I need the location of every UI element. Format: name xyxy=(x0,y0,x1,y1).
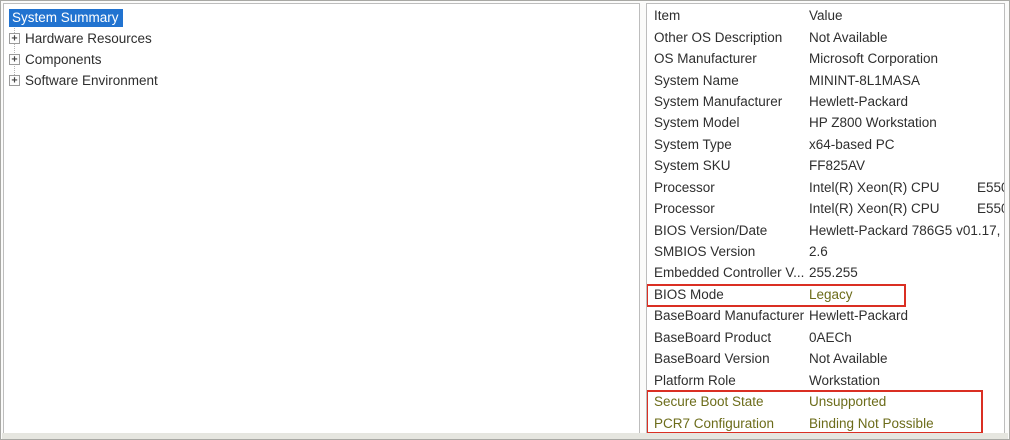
item-cell: BIOS Mode xyxy=(654,286,724,302)
category-tree: System Summary + Hardware Resources + Compon… xyxy=(4,4,639,91)
column-header-value[interactable]: Value xyxy=(809,8,843,24)
value-cell: 0AECh xyxy=(809,329,852,345)
detail-row[interactable]: System Name MININT-8L1MASA xyxy=(647,69,1004,90)
value-cell: Intel(R) Xeon(R) CPU E5506 xyxy=(809,201,1004,217)
item-cell: System SKU xyxy=(654,158,731,174)
tree-item-label: System Summary xyxy=(9,8,123,27)
item-cell: Embedded Controller V... xyxy=(654,265,805,281)
item-cell: Other OS Description xyxy=(654,29,783,45)
window-bottom-strip xyxy=(2,433,1008,439)
item-cell: BIOS Version/Date xyxy=(654,222,768,238)
value-cell: Intel(R) Xeon(R) CPU E5506 xyxy=(809,179,1004,195)
detail-row[interactable]: Secure Boot State Unsupported xyxy=(647,391,1004,412)
item-cell: System Manufacturer xyxy=(654,93,783,109)
value-cell: x64-based PC xyxy=(809,136,895,152)
value-cell: Workstation xyxy=(809,372,881,388)
tree-item-components[interactable]: + Components xyxy=(8,49,639,70)
value-cell: 2.6 xyxy=(809,244,828,260)
item-cell: SMBIOS Version xyxy=(654,244,756,260)
detail-row[interactable]: BIOS Version/Date Hewlett-Packard 786G5 v… xyxy=(647,219,1004,240)
value-cell: Legacy xyxy=(809,286,853,302)
item-cell: System Name xyxy=(654,72,739,88)
value-cell: Not Available xyxy=(809,351,888,367)
tree-item-label: Components xyxy=(25,52,102,67)
detail-row[interactable]: BIOS Mode Legacy xyxy=(647,284,1004,305)
tree-item-label: Hardware Resources xyxy=(25,31,152,46)
item-cell: BaseBoard Product xyxy=(654,329,772,345)
value-cell: 255.255 xyxy=(809,265,858,281)
tree-item-label: Software Environment xyxy=(25,73,158,88)
detail-row[interactable]: BaseBoard Product 0AECh xyxy=(647,327,1004,348)
value-cell: Not Available xyxy=(809,29,888,45)
detail-row[interactable]: Processor Intel(R) Xeon(R) CPU E5506 xyxy=(647,177,1004,198)
item-cell: System Type xyxy=(654,136,732,152)
category-tree-pane: System Summary + Hardware Resources + Compon… xyxy=(3,3,640,434)
detail-row[interactable]: System Model HP Z800 Workstation xyxy=(647,112,1004,133)
item-cell: Platform Role xyxy=(654,372,736,388)
value-cell: Unsupported xyxy=(809,394,887,410)
item-cell: BaseBoard Version xyxy=(654,351,770,367)
tree-item-hardware-resources[interactable]: + Hardware Resources xyxy=(8,28,639,49)
tree-item-system-summary[interactable]: System Summary xyxy=(8,7,639,28)
tree-item-software-environment[interactable]: + Software Environment xyxy=(8,70,639,91)
expand-plus-icon[interactable]: + xyxy=(9,54,20,65)
detail-row[interactable]: Embedded Controller V...255.255 xyxy=(647,262,1004,283)
item-cell: System Model xyxy=(654,115,740,131)
detail-row[interactable]: System SKU FF825AV xyxy=(647,155,1004,176)
value-cell: Hewlett-Packard xyxy=(809,308,909,324)
expand-plus-icon[interactable]: + xyxy=(9,75,20,86)
detail-row[interactable]: Platform Role Workstation xyxy=(647,369,1004,390)
value-cell: MININT-8L1MASA xyxy=(809,72,921,88)
value-cell: Microsoft Corporation xyxy=(809,51,939,67)
item-cell: Secure Boot State xyxy=(654,394,764,410)
detail-row[interactable]: OS Manufacturer Microsoft Corporation xyxy=(647,48,1004,69)
item-cell: Processor xyxy=(654,179,715,195)
detail-row[interactable]: SMBIOS Version 2.6 xyxy=(647,241,1004,262)
detail-row[interactable]: Processor Intel(R) Xeon(R) CPU E5506 xyxy=(647,198,1004,219)
detail-row[interactable]: System Type x64-based PC xyxy=(647,134,1004,155)
value-cell: Hewlett-Packard xyxy=(809,93,909,109)
details-header-row: Item Value xyxy=(647,5,1004,26)
item-cell: Processor xyxy=(654,201,715,217)
detail-row[interactable]: PCR7 Configuration Binding Not Possible xyxy=(647,412,1004,433)
value-cell: FF825AV xyxy=(809,158,866,174)
expand-plus-icon[interactable]: + xyxy=(9,33,20,44)
column-header-item[interactable]: Item xyxy=(654,8,681,24)
item-cell: PCR7 Configuration xyxy=(654,415,775,431)
detail-row[interactable]: System Manufacturer Hewlett-Packard xyxy=(647,91,1004,112)
item-cell: BaseBoard Manufacturer xyxy=(654,308,805,324)
detail-row[interactable]: Other OS Description Not Available xyxy=(647,26,1004,47)
item-cell: OS Manufacturer xyxy=(654,51,757,67)
value-cell: Hewlett-Packard 786G5 v01.17, 8/ xyxy=(809,222,1004,238)
value-cell: Binding Not Possible xyxy=(809,415,934,431)
detail-row[interactable]: BaseBoard Version Not Available xyxy=(647,348,1004,369)
value-cell: HP Z800 Workstation xyxy=(809,115,937,131)
